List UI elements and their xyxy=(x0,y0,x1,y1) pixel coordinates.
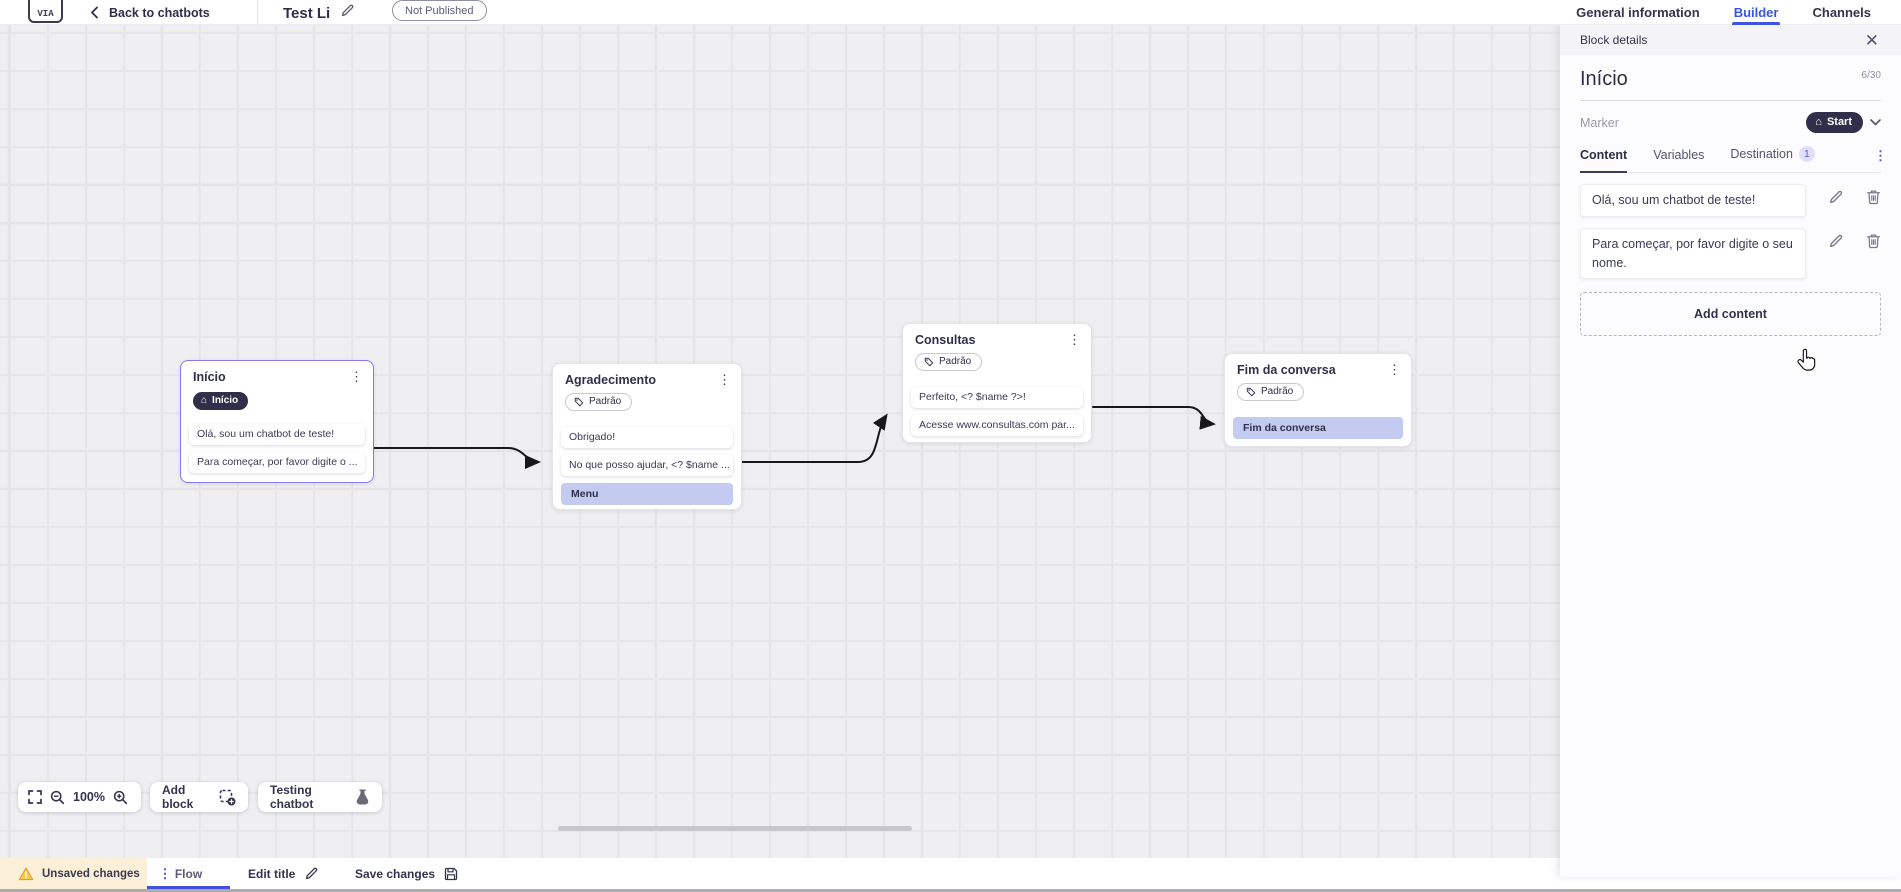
unsaved-changes-status: Unsaved changes xyxy=(0,858,147,889)
block-name-input[interactable]: Início 6/30 xyxy=(1580,68,1881,101)
bottom-edge-strip xyxy=(0,889,1901,892)
edit-title-button[interactable]: Edit title xyxy=(248,858,319,889)
panel-header: Block details ✕ xyxy=(1560,25,1901,55)
block-details-panel: Block details ✕ Início 6/30 Marker ⌂ Sta… xyxy=(1560,25,1901,877)
start-marker-badge: ⌂ Início xyxy=(193,392,249,410)
marker-row: Marker ⌂ Start xyxy=(1580,112,1881,133)
pencil-icon xyxy=(304,866,319,881)
edit-content-icon[interactable] xyxy=(1828,233,1844,249)
block-button-fim[interactable]: Fim da conversa xyxy=(1233,417,1403,439)
topbar-divider xyxy=(257,0,258,25)
zoom-toolbar: 100% xyxy=(18,782,141,812)
save-changes-button[interactable]: Save changes xyxy=(355,858,458,889)
block-message[interactable]: Acesse www.consultas.com par... xyxy=(911,415,1083,436)
tab-builder[interactable]: Builder xyxy=(1731,0,1781,25)
home-icon: ⌂ xyxy=(1815,116,1822,128)
start-pill: ⌂ Start xyxy=(1806,112,1863,133)
chatbot-title: Test Li xyxy=(283,4,331,22)
chevron-down-icon xyxy=(1870,119,1881,126)
add-content-button[interactable]: Add content xyxy=(1580,292,1881,337)
close-icon[interactable]: ✕ xyxy=(1864,30,1879,50)
zoom-level: 100% xyxy=(73,790,105,804)
block-title: Agradecimento xyxy=(565,373,656,387)
content-item-row: Para começar, por favor digite o seu nom… xyxy=(1580,227,1881,280)
zoom-out-icon[interactable] xyxy=(50,790,65,805)
delete-content-icon[interactable] xyxy=(1866,189,1881,205)
app-logo-icon: VIA xyxy=(28,0,63,23)
canvas-horizontal-scrollbar[interactable] xyxy=(558,826,912,831)
flow-tab[interactable]: Flow xyxy=(147,858,230,889)
flow-block-inicio[interactable]: Início ⋮ ⌂ Início Olá, sou um chatbot de… xyxy=(180,360,374,483)
testing-chatbot-label: Testing chatbot xyxy=(270,783,314,811)
top-tabs: General information Builder Channels xyxy=(1576,0,1871,25)
save-changes-label: Save changes xyxy=(355,866,436,881)
block-message[interactable]: Para começar, por favor digite o ... xyxy=(189,452,365,473)
block-name-value: Início xyxy=(1580,68,1628,90)
back-to-chatbots-button[interactable]: Back to chatbots xyxy=(90,0,210,25)
fit-screen-icon[interactable] xyxy=(28,790,42,804)
flow-block-consultas[interactable]: Consultas ⋮ Padrão Perfeito, <? $name ?>… xyxy=(902,323,1092,443)
block-button-menu[interactable]: Menu xyxy=(561,483,733,505)
block-message[interactable]: Obrigado! xyxy=(561,427,733,448)
delete-content-icon[interactable] xyxy=(1866,233,1881,249)
block-menu-icon[interactable]: ⋮ xyxy=(1388,362,1401,377)
block-message[interactable]: No que posso ajudar, <? $name ... xyxy=(561,455,733,476)
block-menu-icon[interactable]: ⋮ xyxy=(718,372,731,387)
add-block-label: Add block xyxy=(162,783,194,811)
block-menu-icon[interactable]: ⋮ xyxy=(1068,332,1081,347)
tab-channels[interactable]: Channels xyxy=(1812,5,1871,20)
panel-title: Block details xyxy=(1580,33,1648,47)
flow-menu-icon[interactable]: ⋮ xyxy=(158,865,172,881)
unsaved-changes-label: Unsaved changes xyxy=(42,867,140,880)
edit-content-icon[interactable] xyxy=(1828,189,1844,205)
topbar: VIA Back to chatbots Test Li Not Publish… xyxy=(0,0,1901,25)
tab-content[interactable]: Content xyxy=(1580,148,1628,173)
name-char-counter: 6/30 xyxy=(1861,70,1881,81)
tag-badge: Padrão xyxy=(915,353,983,371)
flow-block-fim-da-conversa[interactable]: Fim da conversa ⋮ Padrão Fim da conversa xyxy=(1224,353,1412,447)
tab-general-information[interactable]: General information xyxy=(1576,5,1700,20)
content-text-box[interactable]: Olá, sou um chatbot de teste! xyxy=(1580,184,1806,217)
flow-block-agradecimento[interactable]: Agradecimento ⋮ Padrão Obrigado! No que … xyxy=(552,363,742,510)
back-chevron-icon xyxy=(90,6,99,19)
tag-icon xyxy=(924,357,934,367)
edit-title-pencil-icon[interactable] xyxy=(340,3,355,18)
tag-icon xyxy=(1246,387,1256,397)
content-item-row: Olá, sou um chatbot de teste! xyxy=(1580,184,1881,217)
tab-destination[interactable]: Destination 1 xyxy=(1730,146,1815,172)
tag-badge: Padrão xyxy=(1237,383,1305,401)
block-message[interactable]: Perfeito, <? $name ?>! xyxy=(911,387,1083,408)
home-icon: ⌂ xyxy=(201,395,208,406)
marker-label: Marker xyxy=(1580,115,1619,130)
tab-variables[interactable]: Variables xyxy=(1653,148,1705,162)
add-block-button[interactable]: Add block xyxy=(150,782,248,812)
block-menu-icon[interactable]: ⋮ xyxy=(350,369,363,384)
save-icon xyxy=(444,867,458,881)
panel-tabs: Content Variables Destination 1 ⋮ xyxy=(1580,146,1887,173)
panel-menu-icon[interactable]: ⋮ xyxy=(1874,148,1887,163)
block-message[interactable]: Olá, sou um chatbot de teste! xyxy=(189,424,365,445)
block-title: Consultas xyxy=(915,333,976,347)
back-label: Back to chatbots xyxy=(109,5,210,20)
status-badge: Not Published xyxy=(392,0,487,21)
flask-icon xyxy=(355,789,370,805)
warning-icon xyxy=(18,867,34,881)
marker-dropdown[interactable]: ⌂ Start xyxy=(1806,112,1881,133)
block-title: Início xyxy=(193,370,226,384)
edit-title-label: Edit title xyxy=(248,866,296,881)
destination-count-badge: 1 xyxy=(1798,146,1815,162)
block-title: Fim da conversa xyxy=(1237,363,1336,377)
content-text-box[interactable]: Para começar, por favor digite o seu nom… xyxy=(1580,227,1806,280)
add-block-icon xyxy=(219,789,236,806)
testing-chatbot-button[interactable]: Testing chatbot xyxy=(258,782,382,812)
tag-icon xyxy=(574,397,584,407)
zoom-in-icon[interactable] xyxy=(113,790,128,805)
tag-badge: Padrão xyxy=(565,393,633,411)
